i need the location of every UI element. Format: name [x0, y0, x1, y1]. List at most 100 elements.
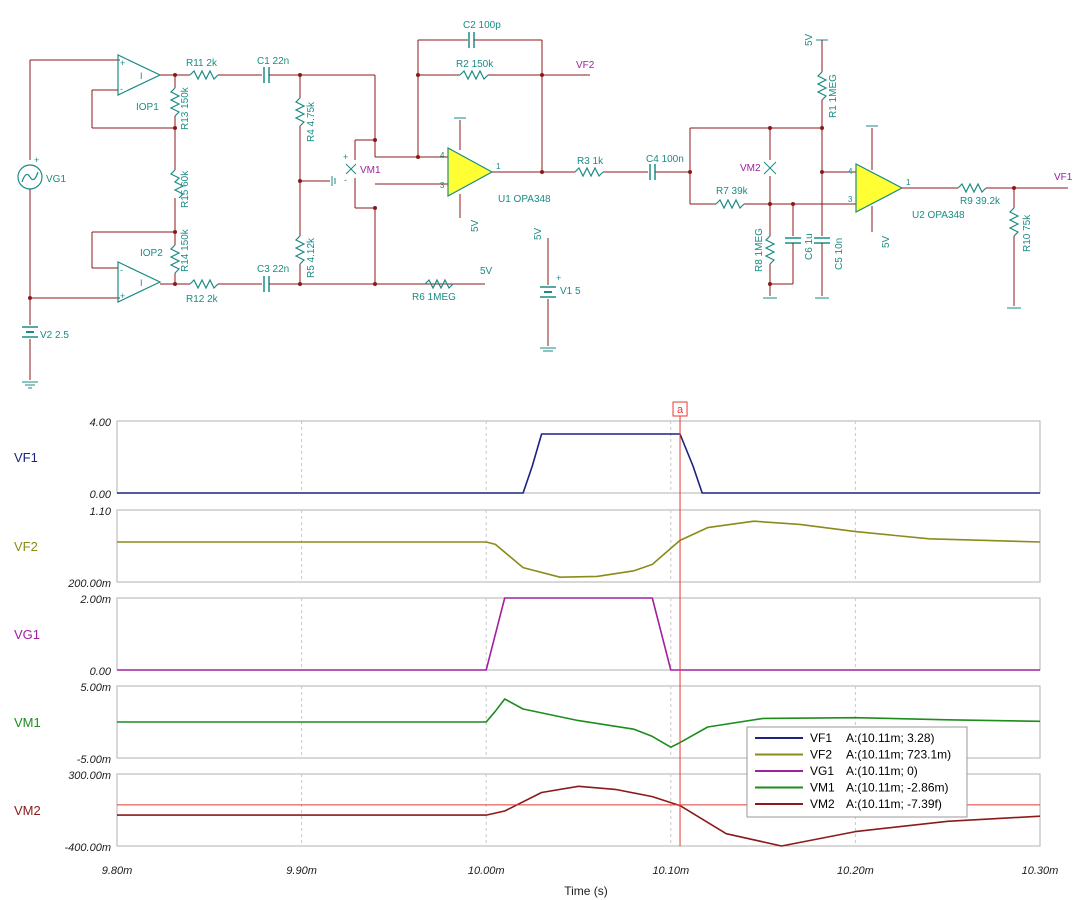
svg-text:3: 3: [848, 195, 853, 204]
cursor-marker[interactable]: [672, 401, 688, 417]
trace-name-vg1: VG1: [14, 627, 40, 642]
svg-text:3: 3: [440, 181, 445, 190]
r5-resistor[interactable]: [294, 235, 306, 265]
r1-resistor[interactable]: [816, 71, 828, 101]
svg-text:-: -: [120, 84, 123, 94]
vg1-label: VG1: [46, 174, 66, 185]
svg-text:R5 4.12k: R5 4.12k: [306, 237, 317, 278]
svg-text:-: -: [344, 175, 347, 185]
svg-text:5V: 5V: [881, 235, 892, 248]
legend-name: VG1: [810, 764, 834, 778]
r11-resistor[interactable]: [189, 69, 219, 81]
svg-text:R7 39k: R7 39k: [716, 186, 749, 197]
x-tick-label: 10.00m: [468, 865, 505, 877]
svg-text:+: +: [120, 291, 125, 301]
u1-opamp[interactable]: [447, 146, 494, 198]
panel-frame: [116, 420, 1041, 494]
x-tick-label: 10.20m: [837, 865, 874, 877]
x-axis-label: Time (s): [564, 884, 608, 898]
trace-name-vm2: VM2: [14, 803, 41, 818]
svg-text:5V: 5V: [533, 227, 544, 240]
svg-text:1: 1: [906, 178, 911, 187]
series-line-vm1[interactable]: [117, 698, 1041, 748]
svg-text:+: +: [120, 58, 125, 68]
y-tick-top: 1.10: [90, 506, 112, 518]
y-tick-bottom: -400.00m: [65, 842, 111, 854]
legend-value: A:(10.11m; 0): [846, 764, 918, 778]
schematic: VG1 + V2 2.5 I +- IOP1 R11 2k C1 22n: [17, 20, 1073, 389]
x-tick-label: 10.10m: [652, 865, 689, 877]
trace-name-vf2: VF2: [14, 539, 38, 554]
svg-text:5V: 5V: [804, 33, 815, 46]
r12-resistor[interactable]: [189, 278, 219, 290]
legend-value: A:(10.11m; 723.1m): [846, 748, 951, 762]
svg-text:+: +: [556, 273, 561, 283]
svg-text:C4 100n: C4 100n: [646, 154, 684, 165]
iop2-opamp[interactable]: [117, 261, 162, 303]
u2-opamp[interactable]: [855, 163, 904, 213]
svg-text:R2 150k: R2 150k: [456, 59, 494, 70]
r2-resistor[interactable]: [459, 69, 489, 81]
series-line-vf1[interactable]: [117, 433, 1040, 494]
u1-label: U1 OPA348: [498, 194, 551, 205]
iop1-opamp[interactable]: [117, 54, 162, 96]
u2-label: U2 OPA348: [912, 210, 965, 221]
svg-text:C2 100p: C2 100p: [463, 20, 501, 31]
iop2-label: IOP2: [140, 248, 163, 259]
svg-text:R15 60k: R15 60k: [180, 170, 191, 208]
trace-name-vf1: VF1: [14, 450, 38, 465]
vf1-net-label: VF1: [1054, 172, 1073, 183]
vf2-net-label: VF2: [576, 60, 595, 71]
svg-text:R12 2k: R12 2k: [186, 294, 219, 305]
y-tick-top: 4.00: [90, 417, 112, 429]
svg-text:V1 5: V1 5: [560, 286, 581, 297]
svg-text:R11 2k: R11 2k: [186, 58, 218, 69]
svg-text:-: -: [120, 265, 123, 275]
vm2-label: VM2: [740, 163, 761, 174]
series-line-vm2[interactable]: [117, 785, 1041, 847]
y-tick-top: 300.00m: [68, 770, 111, 782]
legend-value: A:(10.11m; -2.86m): [846, 781, 948, 795]
r4-resistor[interactable]: [294, 97, 306, 127]
svg-text:1: 1: [496, 162, 501, 171]
svg-text:4: 4: [848, 167, 853, 176]
svg-text:C6 1u: C6 1u: [804, 233, 815, 260]
v2-label: V2 2.5: [40, 330, 69, 341]
svg-text:C3 22n: C3 22n: [257, 264, 289, 275]
svg-text:5V: 5V: [480, 266, 493, 277]
svg-text:R1 1MEG: R1 1MEG: [828, 74, 839, 118]
r13-resistor[interactable]: [169, 87, 181, 117]
transient-plot: VF14.000.00VF21.10200.00mVG12.00m0.00VM1…: [14, 401, 1058, 898]
svg-text:C1 22n: C1 22n: [257, 56, 289, 67]
r7-resistor[interactable]: [715, 198, 745, 210]
svg-text:R10 75k: R10 75k: [1022, 214, 1033, 252]
y-tick-bottom: 200.00m: [67, 578, 111, 590]
svg-text:C5 10n: C5 10n: [834, 238, 845, 270]
series-line-vg1[interactable]: [117, 597, 1040, 671]
r6-resistor[interactable]: [424, 278, 454, 290]
r8-resistor[interactable]: [764, 235, 776, 265]
series-line-vf2[interactable]: [117, 520, 1041, 578]
panel-vf1: VF1 4.00 0.00: [14, 417, 1041, 501]
r3-resistor[interactable]: [574, 166, 604, 178]
panel-vf2: VF2 1.10 200.00m: [14, 506, 1041, 590]
x-tick-label: 9.80m: [102, 865, 133, 877]
r9-resistor[interactable]: [957, 182, 987, 194]
svg-text:I: I: [140, 278, 143, 288]
svg-text:5V: 5V: [470, 219, 481, 232]
r15-resistor[interactable]: [169, 169, 185, 199]
svg-text:R4 4.75k: R4 4.75k: [306, 101, 317, 142]
y-tick-top: 2.00m: [79, 594, 111, 606]
y-tick-top: 5.00m: [80, 682, 111, 694]
y-tick-bottom: -5.00m: [77, 754, 111, 766]
y-tick-bottom: 0.00: [90, 489, 112, 501]
legend-value: A:(10.11m; 3.28): [846, 731, 935, 745]
svg-text:R6 1MEG: R6 1MEG: [412, 292, 456, 303]
sine-icon: [21, 171, 39, 183]
r14-resistor[interactable]: [169, 244, 181, 274]
r10-resistor[interactable]: [1008, 207, 1020, 237]
